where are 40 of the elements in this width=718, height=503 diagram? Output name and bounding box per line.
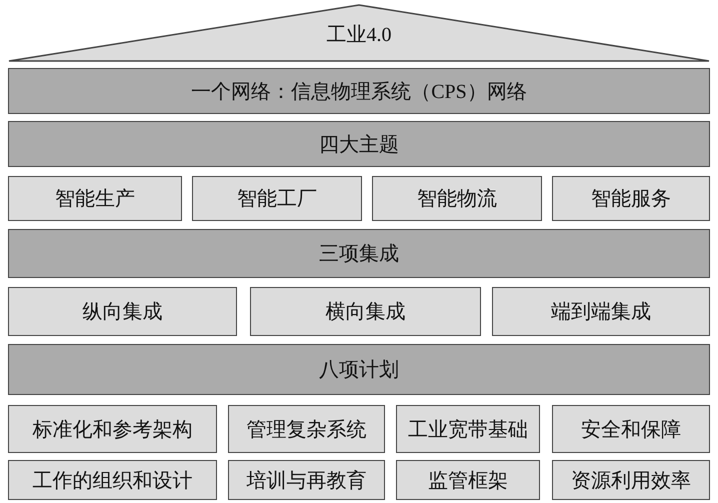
topic-box <box>228 405 385 453</box>
topic-box <box>8 176 182 221</box>
topic-box <box>8 460 217 500</box>
topic-label: 横向集成 <box>326 300 406 325</box>
layer-band <box>8 229 710 278</box>
topic-box <box>492 287 710 336</box>
topic-box <box>396 460 540 500</box>
layer-title: 四大主题 <box>319 132 399 158</box>
roof-shape <box>8 4 710 62</box>
topic-label: 监管框架 <box>428 468 508 494</box>
topic-label: 智能服务 <box>591 187 671 212</box>
layer-band <box>8 121 710 167</box>
topic-box <box>8 405 217 453</box>
layer-title: 三项集成 <box>319 242 399 267</box>
topic-box <box>228 460 385 500</box>
topic-label: 工业宽带基础 <box>408 418 528 442</box>
topic-label: 资源利用效率 <box>571 468 691 494</box>
topic-label: 管理复杂系统 <box>246 418 366 442</box>
topic-box <box>552 460 710 500</box>
layer-title: 八项计划 <box>319 358 399 383</box>
topic-box <box>552 405 710 453</box>
topic-label: 智能工厂 <box>237 187 317 212</box>
topic-label: 安全和保障 <box>581 418 681 442</box>
layer-title: 一个网络：信息物理系统（CPS）网络 <box>191 80 527 104</box>
layer-band <box>8 344 710 395</box>
topic-box <box>372 176 542 221</box>
topic-label: 纵向集成 <box>82 300 162 325</box>
layer-band <box>8 68 710 114</box>
topic-label: 工作的组织和设计 <box>32 468 192 494</box>
topic-box <box>8 287 237 336</box>
topic-label: 端到端集成 <box>551 300 651 325</box>
topic-label: 培训与再教育 <box>246 468 366 494</box>
topic-box <box>192 176 362 221</box>
topic-box <box>396 405 540 453</box>
topic-label: 标准化和参考架构 <box>32 418 192 442</box>
topic-label: 智能物流 <box>417 187 497 212</box>
topic-box <box>250 287 481 336</box>
roof-title: 工业4.0 <box>326 23 392 48</box>
topic-label: 智能生产 <box>55 187 135 212</box>
topic-box <box>552 176 710 221</box>
